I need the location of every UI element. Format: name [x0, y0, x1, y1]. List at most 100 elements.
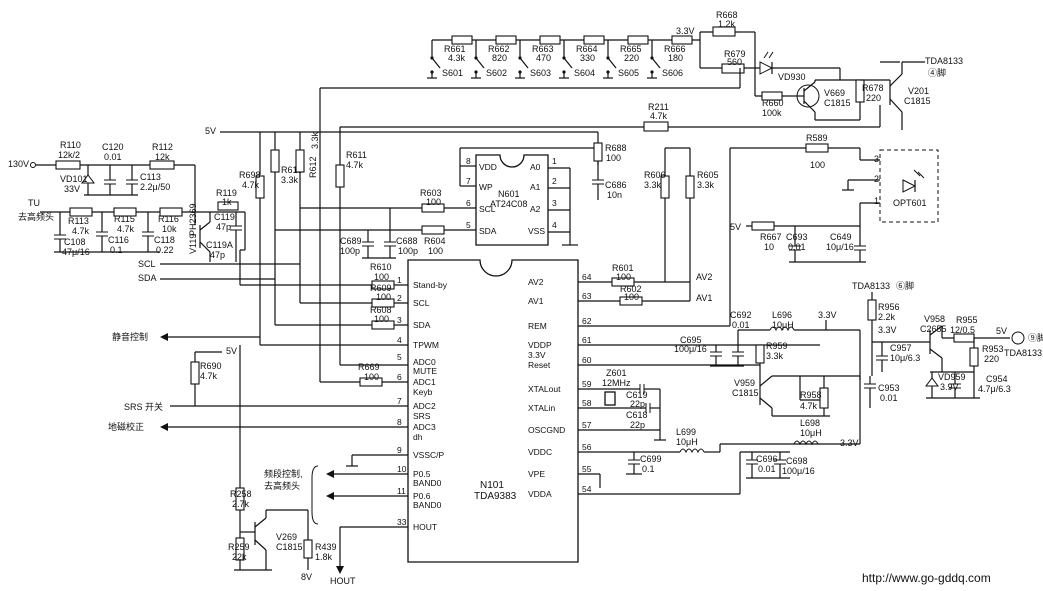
n601-pin-label: VDD	[479, 162, 497, 172]
r690-val: 4.7k	[200, 371, 218, 381]
n101-pin-num: 5	[397, 352, 402, 362]
key-switch-ladder: R6614.3kS601R662820S602R663470S603R66433…	[427, 35, 700, 79]
switch-contact-icon	[607, 57, 617, 69]
resistor-r115	[113, 207, 137, 217]
resistor-r613	[270, 149, 280, 173]
n101-pin-label: VSSC/P	[413, 450, 445, 460]
resistor-r211	[643, 121, 669, 132]
resistor-r112	[149, 160, 175, 170]
r668-ref: R668	[716, 10, 738, 20]
r606-val: 3.3k	[644, 180, 662, 190]
n101-pin-label: AV2	[528, 277, 544, 287]
n101-pin-label: ADC2	[413, 401, 436, 411]
n601-pin-label: A1	[530, 182, 541, 192]
n601-pin-num: 7	[466, 176, 471, 186]
c688-val: 100p	[398, 246, 418, 256]
net-scl: SCL	[138, 259, 156, 269]
vd101-ref: VD101	[60, 174, 88, 184]
c692-val: 0.01	[732, 320, 750, 330]
r603-val: 100	[426, 197, 441, 207]
r611-ref: R611	[346, 150, 367, 160]
r110-val: 12k/2	[58, 150, 80, 160]
net-av2: AV2	[696, 272, 712, 282]
r211-ref: R211	[648, 102, 669, 112]
l699-val: 10μH	[676, 437, 698, 447]
resistor-r669	[359, 377, 383, 387]
r112-val: 12k	[155, 152, 170, 162]
led-vd930-icon	[759, 61, 774, 75]
inductor-l698-icon	[793, 440, 819, 446]
n601-pin-num: 5	[466, 220, 471, 230]
r612-ref: R612	[308, 156, 318, 178]
n101-pin-label: MUTE	[413, 366, 437, 376]
r698-ref: R698	[239, 170, 261, 180]
c698-ref: C698	[786, 456, 808, 466]
arrow-left-icon	[160, 423, 168, 431]
r119-ref: R119	[216, 188, 237, 198]
resistor-key	[583, 35, 605, 45]
r679-val: 560	[727, 57, 742, 67]
r688-ref: R688	[605, 143, 627, 153]
r116-ref: R116	[158, 214, 179, 224]
c119a-ref: C119A	[206, 240, 233, 250]
v269-ref: V269	[276, 532, 297, 542]
v669-part: C1815	[824, 98, 851, 108]
r602-val: 100	[624, 292, 639, 302]
r667-val: 10	[764, 242, 774, 252]
resistor-r609	[371, 298, 395, 308]
c649-val: 10μ/16	[826, 242, 854, 252]
resistor-r439	[303, 539, 313, 559]
r956-ref: R956	[878, 302, 900, 312]
resistor-r116	[159, 207, 183, 217]
r608-val: 100	[374, 314, 389, 324]
resistor-key	[451, 35, 473, 45]
net-5v-r690: 5V	[226, 346, 237, 356]
net-5v-top: 5V	[205, 126, 216, 136]
n101-pin-num: 59	[582, 379, 592, 389]
c699-ref: C699	[640, 454, 662, 464]
r959-ref: R959	[766, 341, 788, 351]
inductor-l699-icon	[679, 448, 705, 454]
net-5v-out: 5V	[996, 326, 1007, 336]
crystal-z601-icon	[604, 391, 616, 406]
net-tu-sub: 去高频头	[18, 211, 54, 222]
r953-ref: R953	[982, 344, 1004, 354]
r110-ref: R110	[60, 140, 81, 150]
r669-ref: R669	[358, 362, 380, 372]
n601-pin-label: A0	[530, 162, 541, 172]
n601-pin-num: 3	[552, 198, 557, 208]
key-res-val: 180	[668, 53, 683, 63]
key-res-val: 4.3k	[448, 53, 466, 63]
n101-pin-num: 57	[582, 420, 592, 430]
n101-pin-num: 55	[582, 464, 592, 474]
n101-pin-label: VPE	[528, 469, 545, 479]
n601-pin-num: 2	[552, 176, 557, 186]
key-switch-ref: S602	[486, 68, 507, 78]
r608-ref: R608	[370, 305, 392, 315]
r959-val: 3.3k	[766, 351, 784, 361]
resistor-r608	[371, 320, 395, 330]
v669-ref: V669	[824, 88, 845, 98]
r612-val: 3.3k	[310, 131, 320, 149]
key-res-val: 470	[536, 53, 551, 63]
n101-pin-label: AV1	[528, 296, 544, 306]
c695-val: 100μ/16	[674, 344, 707, 354]
key-res-ref: R662	[488, 44, 510, 54]
opt601-pin-2: 2	[874, 174, 879, 184]
l698-ref: L698	[800, 418, 820, 428]
r955-val: 12/0.5	[950, 325, 975, 335]
key-switch-ref: S605	[618, 68, 639, 78]
c686-ref: C686	[605, 180, 627, 190]
resistor-r113	[69, 207, 93, 217]
resistor-key	[495, 35, 517, 45]
n101-pin-label: VDDP	[528, 340, 552, 350]
r679-ref: R679	[724, 49, 746, 59]
r113-ref: R113	[68, 216, 89, 226]
inductor-l696-icon	[769, 326, 795, 332]
resistor-r605	[685, 175, 695, 199]
r690-ref: R690	[200, 361, 222, 371]
resistor-r956	[867, 299, 877, 321]
resistor-key	[627, 35, 649, 45]
key-res-ref: R661	[444, 44, 466, 54]
